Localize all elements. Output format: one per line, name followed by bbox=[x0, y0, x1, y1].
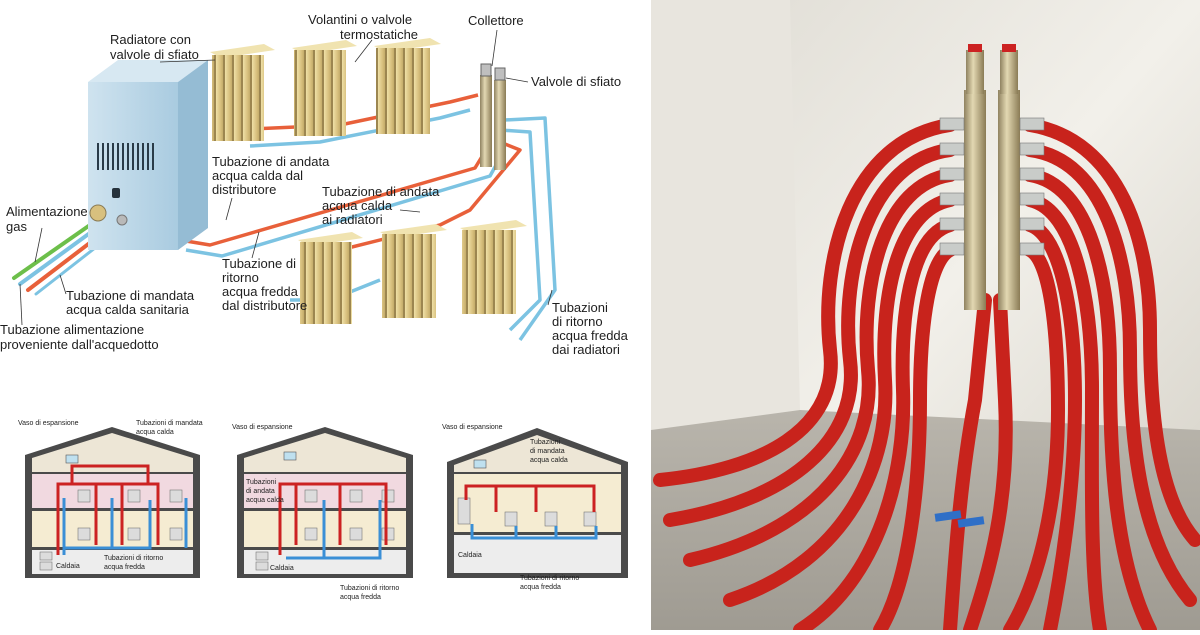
house-diagram-3: Vaso di espansione Tubazioni di mandata … bbox=[442, 424, 628, 591]
house3-return-label: acqua fredda bbox=[520, 584, 561, 591]
house1-return-label: Tubazioni di ritorno bbox=[104, 555, 163, 562]
label-return-from-radiators: dai radiatori bbox=[552, 342, 620, 357]
house2-supply-label: acqua calda bbox=[246, 497, 284, 504]
house-diagram-2: Vaso di espansione Tubazioni di andata a… bbox=[232, 424, 413, 601]
insulated-pipes bbox=[653, 118, 1200, 635]
label-aqueduct: Tubazione alimentazione bbox=[0, 322, 144, 337]
return-loop bbox=[504, 116, 557, 342]
radiator bbox=[374, 38, 441, 134]
top-radiator-supply bbox=[229, 93, 479, 132]
house3-supply-label: di mandata bbox=[530, 448, 565, 455]
label-return-to-distributor: dal distributore bbox=[222, 298, 307, 313]
label-supply-to-radiators: ai radiatori bbox=[322, 212, 383, 227]
bleed-valve bbox=[480, 63, 492, 77]
leader-lines bbox=[19, 29, 553, 326]
house3-boiler-label: Caldaia bbox=[458, 552, 482, 559]
house1-boiler-label: Caldaia bbox=[56, 563, 80, 570]
house2-expansion-label: Vaso di espansione bbox=[232, 424, 293, 431]
house3-supply-label: Tubazioni bbox=[530, 439, 561, 446]
house2-boiler-label: Caldaia bbox=[270, 565, 294, 572]
house1-return-label: acqua fredda bbox=[104, 564, 145, 571]
house2-return-label: Tubazioni di ritorno bbox=[340, 585, 399, 592]
label-manifold: Collettore bbox=[468, 13, 524, 28]
label-supply-to-radiators: Tubazione di andata bbox=[322, 184, 440, 199]
radiator bbox=[292, 40, 357, 136]
house3-return-label: Tubazioni di ritorno bbox=[520, 575, 579, 582]
label-return-from-radiators: acqua fredda bbox=[552, 328, 629, 343]
boiler bbox=[88, 60, 208, 250]
boiler-valve bbox=[89, 204, 107, 222]
bottom-radiator-return bbox=[499, 128, 542, 332]
house1-expansion-label: Vaso di espansione bbox=[18, 420, 79, 427]
house2-supply-label: Tubazioni bbox=[246, 479, 277, 486]
house3-supply-label: acqua calda bbox=[530, 457, 568, 464]
radiator bbox=[210, 44, 275, 141]
boiler-indicator bbox=[112, 188, 120, 198]
boiler-vent-grille bbox=[97, 143, 154, 170]
house1-supply-label: Tubazioni di mandata bbox=[136, 420, 203, 427]
label-valves: Volantini o valvole bbox=[308, 12, 412, 27]
main-system-diagram: Radiatore con valvole di sfiato Volantin… bbox=[0, 12, 629, 357]
label-sanitary: acqua calda sanitaria bbox=[66, 302, 190, 317]
label-supply-from-distributor: acqua calda dal bbox=[212, 168, 303, 183]
house1-supply-label: acqua calda bbox=[136, 429, 174, 436]
label-supply-from-distributor: distributore bbox=[212, 182, 276, 197]
label-supply-from-distributor: Tubazione di andata bbox=[212, 154, 330, 169]
main-labels: Radiatore con valvole di sfiato Volantin… bbox=[0, 12, 629, 357]
house-diagram-1: Vaso di espansione Tubazioni di mandata … bbox=[18, 420, 203, 578]
label-gas: Alimentazione bbox=[6, 204, 88, 219]
label-supply-to-radiators: acqua calda bbox=[322, 198, 393, 213]
label-return-to-distributor: ritorno bbox=[222, 270, 259, 285]
label-return-to-distributor: acqua fredda bbox=[222, 284, 299, 299]
expansion-vessel bbox=[473, 459, 487, 469]
label-sanitary: Tubazione di mandata bbox=[66, 288, 195, 303]
house2-return-label: acqua fredda bbox=[340, 594, 381, 601]
expansion-vessel bbox=[283, 451, 297, 461]
radiators bbox=[210, 38, 527, 324]
label-bleed-valves: Valvole di sfiato bbox=[531, 74, 621, 89]
radiator bbox=[460, 220, 527, 314]
radiator bbox=[298, 232, 363, 324]
radiator bbox=[380, 224, 447, 318]
bleed-valve bbox=[494, 67, 506, 81]
label-return-from-radiators: di ritorno bbox=[552, 314, 603, 329]
label-return-to-distributor: Tubazione di bbox=[222, 256, 296, 271]
label-aqueduct: proveniente dall'acquedotto bbox=[0, 337, 159, 352]
gas-feed-pipe bbox=[12, 216, 102, 280]
label-radiator-vents: valvole di sfiato bbox=[110, 47, 199, 62]
photo-manifold bbox=[939, 44, 1045, 310]
manifold bbox=[480, 63, 506, 170]
label-radiator-vents: Radiatore con bbox=[110, 32, 191, 47]
boiler-fitting bbox=[116, 214, 128, 226]
house2-supply-label: di andata bbox=[246, 488, 275, 495]
label-valves: termostatiche bbox=[340, 27, 418, 42]
label-return-from-radiators: Tubazioni bbox=[552, 300, 608, 315]
expansion-vessel bbox=[65, 454, 79, 464]
manifold-photo bbox=[651, 0, 1200, 635]
house3-expansion-label: Vaso di espansione bbox=[442, 424, 503, 431]
label-gas: gas bbox=[6, 219, 27, 234]
